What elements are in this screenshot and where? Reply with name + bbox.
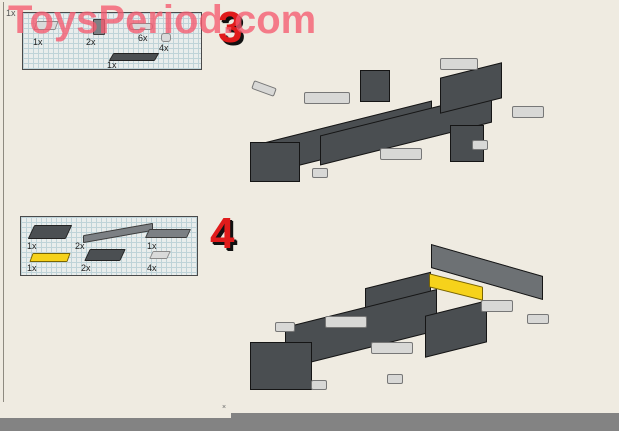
- part-qty: 4x: [147, 263, 157, 273]
- watermark-text: ToysPeriod.com: [8, 0, 317, 42]
- axle-pin: [472, 140, 488, 150]
- axle-pin: [312, 168, 328, 178]
- part-qty: 1x: [107, 60, 117, 70]
- part-qty: 4x: [159, 43, 169, 53]
- part-qty: 1x: [27, 263, 37, 273]
- tile-1x4-part-icon: [144, 229, 192, 238]
- small-bush-part-icon: [161, 33, 171, 42]
- step-4-parts-list: 1x 2x 1x 1x 2x 4x: [20, 216, 198, 276]
- crop-mark: ×: [222, 404, 227, 411]
- page-edge-line: [3, 2, 4, 402]
- axle-pin: [251, 80, 277, 97]
- step-3-parts-list: 1x 2x 6x 4x 1x: [22, 12, 202, 70]
- step-3-model-illustration: [250, 50, 550, 195]
- part-qty: 2x: [81, 263, 91, 273]
- step-4-model-illustration: [245, 243, 555, 410]
- steering-arm: [380, 148, 422, 160]
- part-qty: 1x: [27, 241, 37, 251]
- plate-2x3-part-icon: [84, 249, 126, 261]
- grey-tile: [371, 342, 413, 354]
- axle-pin: [387, 374, 403, 384]
- axle-pin: [311, 380, 327, 390]
- steering-arm: [304, 92, 350, 104]
- part-qty: 6x: [138, 33, 148, 43]
- grey-tile: [481, 300, 513, 312]
- corner-label: 1x: [6, 8, 16, 18]
- bottom-bar: [0, 418, 619, 431]
- part-qty: 2x: [86, 37, 96, 47]
- step-number-4: 4: [210, 209, 235, 258]
- step-number-3: 3: [218, 3, 243, 52]
- bottom-bar-upper: [231, 413, 619, 419]
- yellow-plate-1x4-part-icon: [29, 253, 71, 262]
- bush-part-icon: [93, 19, 105, 35]
- part-qty: 1x: [33, 37, 43, 47]
- pin-part-icon: [129, 23, 153, 30]
- axle-pin: [527, 314, 549, 324]
- axle-pin: [275, 322, 295, 332]
- technic-brick-front: [250, 342, 312, 390]
- technic-brick-front: [250, 142, 300, 182]
- part-qty: 1x: [147, 241, 157, 251]
- steering-arm: [512, 106, 544, 118]
- part-qty: 2x: [75, 241, 85, 251]
- plate-1x8-part-icon: [83, 222, 153, 244]
- grey-tile: [325, 316, 367, 328]
- steering-arm: [440, 58, 478, 70]
- tile-1x2-part-icon: [149, 251, 171, 259]
- plate-2x4-part-icon: [27, 225, 73, 239]
- technic-brick: [360, 70, 390, 102]
